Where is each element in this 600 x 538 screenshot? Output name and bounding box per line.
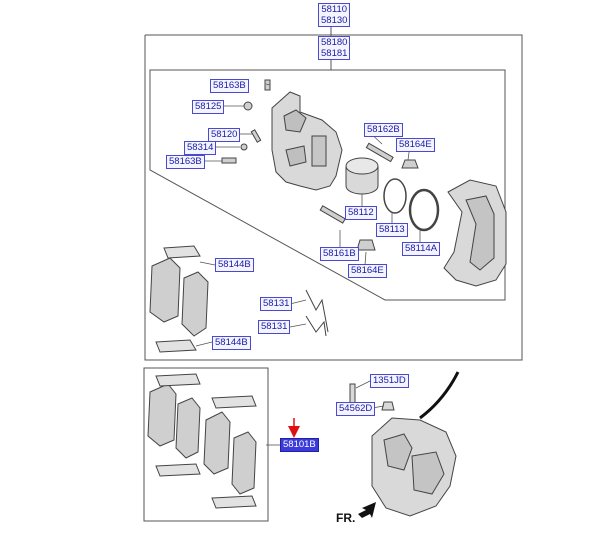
label-1351jd[interactable]: 1351JD: [370, 374, 409, 388]
label-58101b[interactable]: 58101B: [280, 438, 319, 452]
bracket-drawing: [443, 179, 507, 287]
label-58144b-top[interactable]: 58144B: [215, 258, 254, 272]
label-58120[interactable]: 58120: [208, 128, 241, 142]
caliper-label[interactable]: 58180 58181: [318, 36, 351, 60]
label-58144b-low[interactable]: 58144B: [212, 336, 251, 350]
piston-drawing: [345, 157, 379, 195]
label-58112[interactable]: 58112: [345, 206, 377, 220]
inner-frame: [149, 69, 506, 301]
outer-frame: [144, 34, 523, 361]
label-58163b-top[interactable]: 58163B: [210, 79, 249, 93]
brake-hose-drawing: [419, 371, 460, 420]
label-58161b[interactable]: 58161B: [320, 247, 359, 261]
label-58125[interactable]: 58125: [192, 100, 225, 114]
label-54562d[interactable]: 54562D: [336, 402, 376, 416]
label-58314[interactable]: 58314: [184, 141, 217, 155]
pad-kit-frame: [143, 367, 269, 522]
label-58163b-low[interactable]: 58163B: [166, 155, 205, 169]
label-58164e-top[interactable]: 58164E: [396, 138, 435, 152]
pad-kit-drawing: [147, 373, 257, 509]
label-58162b[interactable]: 58162B: [364, 123, 403, 137]
shim-lines-drawing: [305, 289, 329, 337]
label-58114a[interactable]: 58114A: [402, 242, 441, 256]
label-58181: 58181: [321, 48, 348, 59]
label-58113[interactable]: 58113: [376, 223, 408, 237]
seal-ring-drawing: [383, 178, 407, 214]
caliper-body-drawing: [271, 91, 343, 191]
complete-caliper-drawing: [349, 383, 457, 517]
label-58180: 58180: [321, 37, 348, 48]
label-58131-top[interactable]: 58131: [260, 297, 293, 311]
pads-upper-drawing: [149, 245, 209, 353]
dust-boot-drawing: [408, 188, 440, 232]
direction-label: FR.: [336, 511, 356, 525]
label-58110: 58110: [321, 4, 348, 15]
label-58131-low[interactable]: 58131: [258, 320, 291, 334]
assy-label[interactable]: 58110 58130: [318, 3, 351, 27]
label-58130: 58130: [321, 15, 348, 26]
label-58164e-low[interactable]: 58164E: [348, 264, 387, 278]
direction-arrow-drawing: [358, 502, 376, 518]
bolts-drawing: [221, 79, 419, 251]
leader-lines: [195, 83, 421, 446]
